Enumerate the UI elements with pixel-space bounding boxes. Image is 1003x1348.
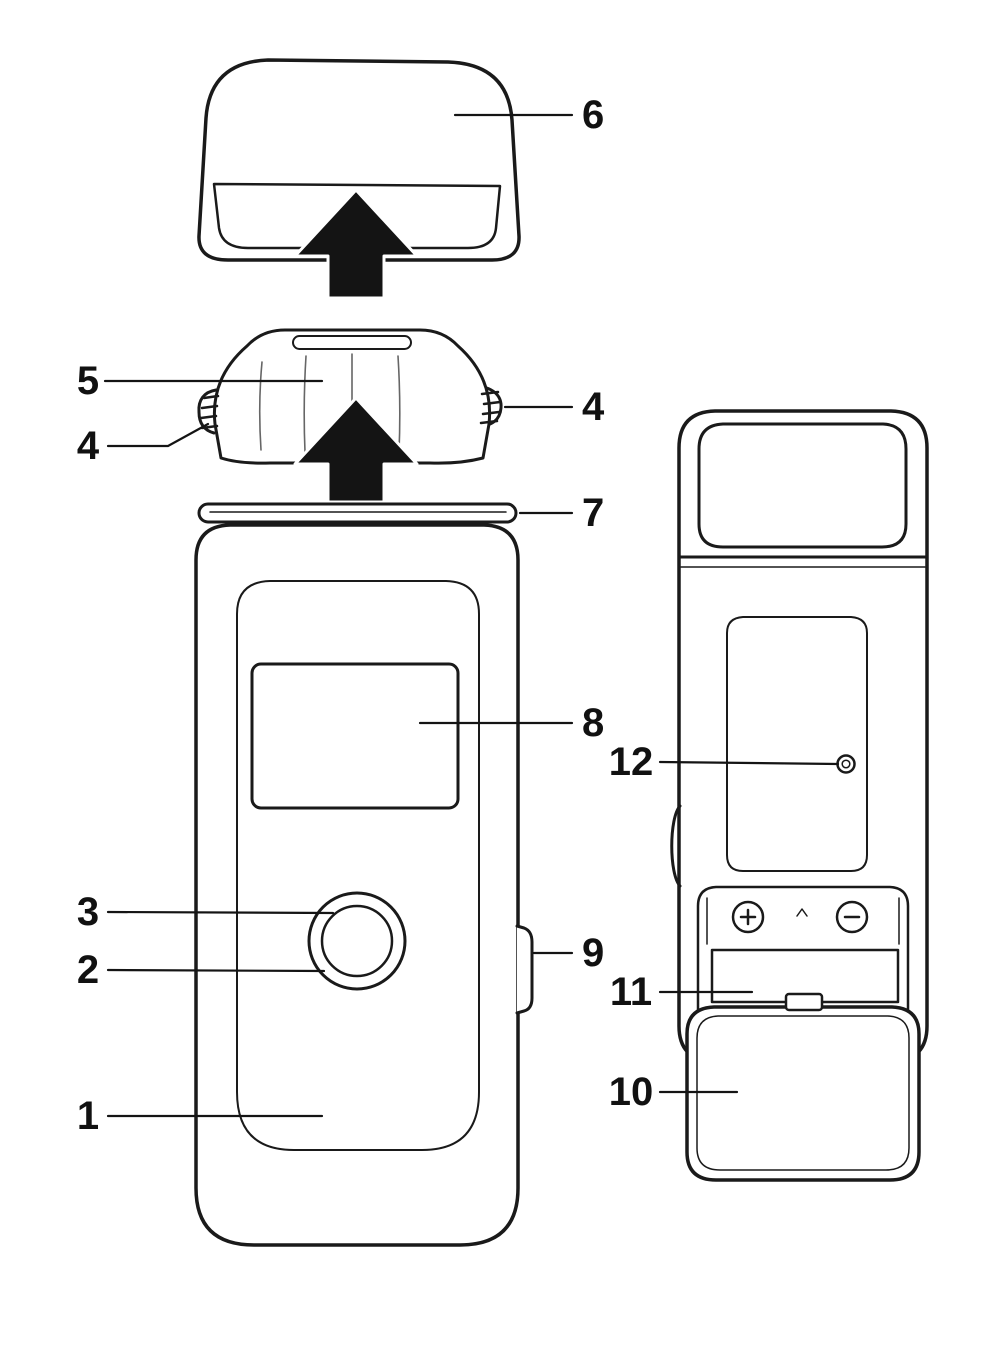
compartment-center-mark <box>796 908 808 917</box>
mouthpiece-ridge-4 <box>397 355 401 453</box>
back-top-section <box>697 422 908 549</box>
top-rim <box>197 502 518 524</box>
device-front-view <box>194 502 534 1247</box>
battery-plus-marking <box>731 900 765 934</box>
display-screen <box>250 662 460 810</box>
back-body-outline <box>677 409 929 1063</box>
callout-1-label: 1 <box>77 1094 99 1138</box>
callout-labels: 5 4 3 2 1 6 4 7 8 9 12 11 10 <box>77 93 653 1138</box>
front-face-panel <box>236 580 480 1151</box>
callout-12-line <box>658 760 840 766</box>
mouthpiece-ridge-2 <box>303 355 307 453</box>
callout-8-label: 8 <box>582 701 604 745</box>
protective-cap <box>197 58 521 262</box>
mouthpiece-slot <box>292 335 412 350</box>
callout-6-label: 6 <box>582 93 604 137</box>
side-notch <box>670 804 682 888</box>
callout-2-line <box>106 968 326 973</box>
side-button <box>515 924 534 1015</box>
callout-5-label: 5 <box>77 359 99 403</box>
battery-cover <box>685 992 921 1182</box>
service-door <box>726 616 868 872</box>
callout-11-label: 11 <box>610 970 652 1014</box>
cap-removal-arrow-icon <box>293 188 419 300</box>
device-back-view <box>670 409 929 1182</box>
callout-7-label: 7 <box>582 491 604 535</box>
callout-3-line <box>106 910 335 915</box>
battery-minus-marking <box>835 900 869 934</box>
mouthpiece-grip-left <box>197 388 218 435</box>
callout-10-label: 10 <box>609 1070 654 1114</box>
screw-center <box>841 759 851 769</box>
battery-cover-inner-line <box>696 1015 910 1171</box>
callout-2-label: 2 <box>77 948 99 992</box>
callout-3-label: 3 <box>77 890 99 934</box>
battery-cover-latch-tab <box>784 992 824 1012</box>
front-body-outline <box>194 523 520 1247</box>
callout-4-right-label: 4 <box>582 385 605 429</box>
mouthpiece-insertion-arrow-icon <box>293 396 419 504</box>
cap-outline <box>197 58 521 262</box>
callout-lines <box>103 113 840 1118</box>
cap-inner-rim <box>212 182 502 250</box>
grip-left-hatching <box>199 394 220 430</box>
screw <box>836 754 856 774</box>
callout-4-left-label: 4 <box>77 424 100 468</box>
mouthpiece-ridge-1 <box>258 361 263 451</box>
callout-4-left-line <box>106 422 210 448</box>
grip-right-hatching <box>479 390 502 425</box>
callout-12-label: 12 <box>609 740 654 784</box>
power-button <box>320 904 394 978</box>
battery-compartment-opening <box>696 885 910 1052</box>
battery-cover-outline <box>685 1005 921 1182</box>
callout-9-label: 9 <box>582 931 604 975</box>
mouthpiece <box>197 328 503 465</box>
